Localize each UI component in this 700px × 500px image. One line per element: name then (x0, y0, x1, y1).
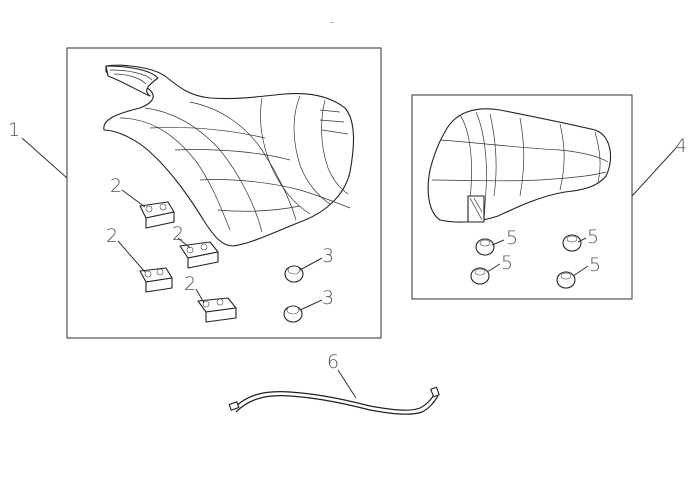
leader-4 (631, 147, 677, 197)
callout-5b: 5 (587, 226, 599, 248)
callout-2a: 2 (110, 175, 122, 197)
top-mark: - (330, 15, 334, 29)
leader-2a (121, 189, 146, 208)
callout-3a: 3 (322, 245, 334, 267)
seat-group-frame (66, 47, 382, 339)
clip-part-a (139, 201, 175, 229)
leader-3a (299, 257, 323, 271)
callout-5c: 5 (501, 252, 513, 274)
nut-part-a (284, 265, 304, 283)
pillion-assembly-group: 4 (411, 94, 687, 300)
callout-6: 6 (327, 351, 339, 373)
pillion-seat-drawing (427, 108, 612, 223)
seat-assembly-group: 1 (8, 47, 382, 339)
leader-2c (117, 240, 146, 273)
leader-6 (337, 369, 357, 399)
cable-drawing (233, 391, 437, 411)
main-seat-drawing (103, 64, 355, 247)
leader-5c (486, 263, 501, 273)
callout-5a: 5 (506, 227, 518, 249)
clip-part-d (197, 297, 237, 323)
pillion-group-frame (411, 94, 633, 300)
leader-5a (491, 239, 505, 246)
callout-2b: 2 (172, 223, 184, 245)
callout-5d: 5 (589, 254, 601, 276)
clip-part-b (179, 241, 219, 269)
leader-2d (195, 288, 205, 304)
bushing-part-b (562, 234, 582, 252)
nut-part-b (283, 305, 303, 323)
callout-3b: 3 (322, 287, 334, 309)
callout-4: 4 (675, 135, 687, 157)
leader-5d (572, 265, 589, 277)
cable-part-group: 6 (228, 351, 440, 415)
leader-5b (577, 237, 587, 243)
bushing-part-a (475, 238, 495, 256)
leader-3b (299, 299, 323, 311)
bushing-part-d (556, 271, 576, 289)
leader-2b (177, 237, 191, 249)
leader-1 (21, 137, 68, 179)
callout-2c: 2 (106, 225, 118, 247)
clip-part-c (139, 267, 173, 293)
callout-2d: 2 (184, 273, 196, 295)
bushing-part-c (470, 267, 490, 285)
callout-1: 1 (8, 119, 20, 141)
